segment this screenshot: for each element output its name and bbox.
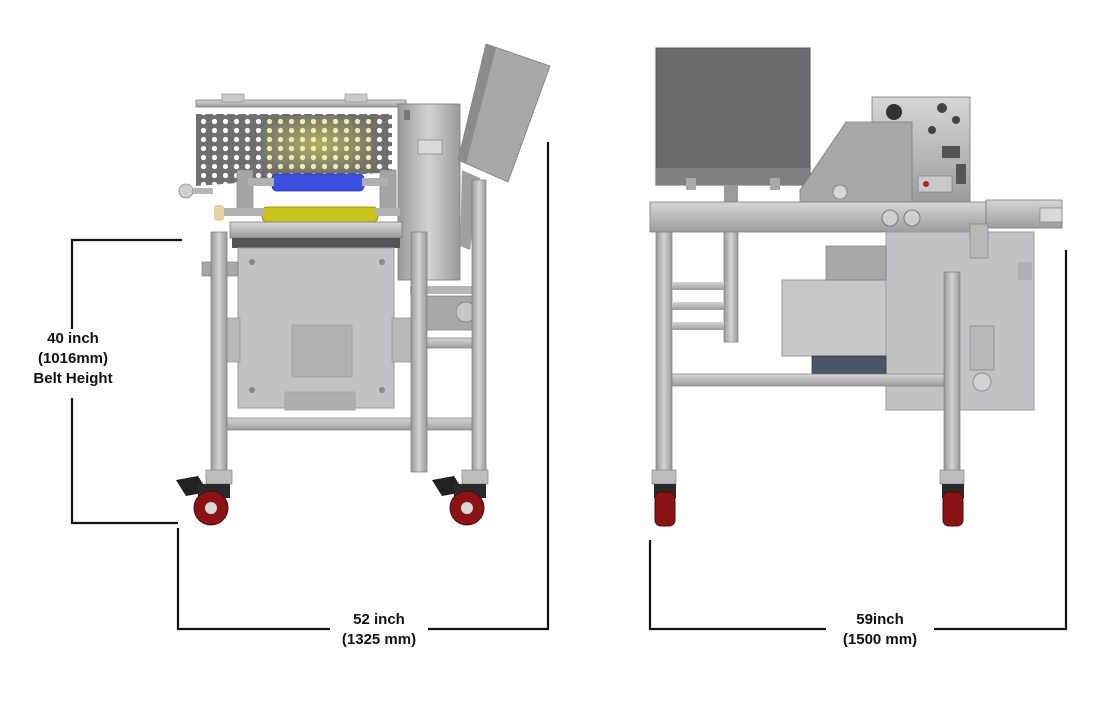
front-width-mm: (1325 mm) <box>341 631 417 648</box>
side-length-inch: 59inch <box>856 611 904 628</box>
side-length-label: 59inch (1500 mm) <box>826 610 934 650</box>
side-length-mm: (1500 mm) <box>842 631 918 648</box>
belt-height-caption: Belt Height <box>33 370 113 387</box>
front-width-label: 52 inch (1325 mm) <box>330 610 428 650</box>
belt-height-inch: 40 inch <box>47 330 99 347</box>
belt-height-label: 40 inch (1016mm) Belt Height <box>18 329 128 389</box>
dimension-line-front-width <box>176 142 550 631</box>
side-view-machine <box>649 47 1063 527</box>
front-view-machine <box>176 43 551 526</box>
dimension-line-side-length <box>648 250 1068 631</box>
belt-height-mm: (1016mm) <box>37 350 109 367</box>
dimension-line-belt-height <box>70 238 182 525</box>
front-width-inch: 52 inch <box>353 611 405 628</box>
